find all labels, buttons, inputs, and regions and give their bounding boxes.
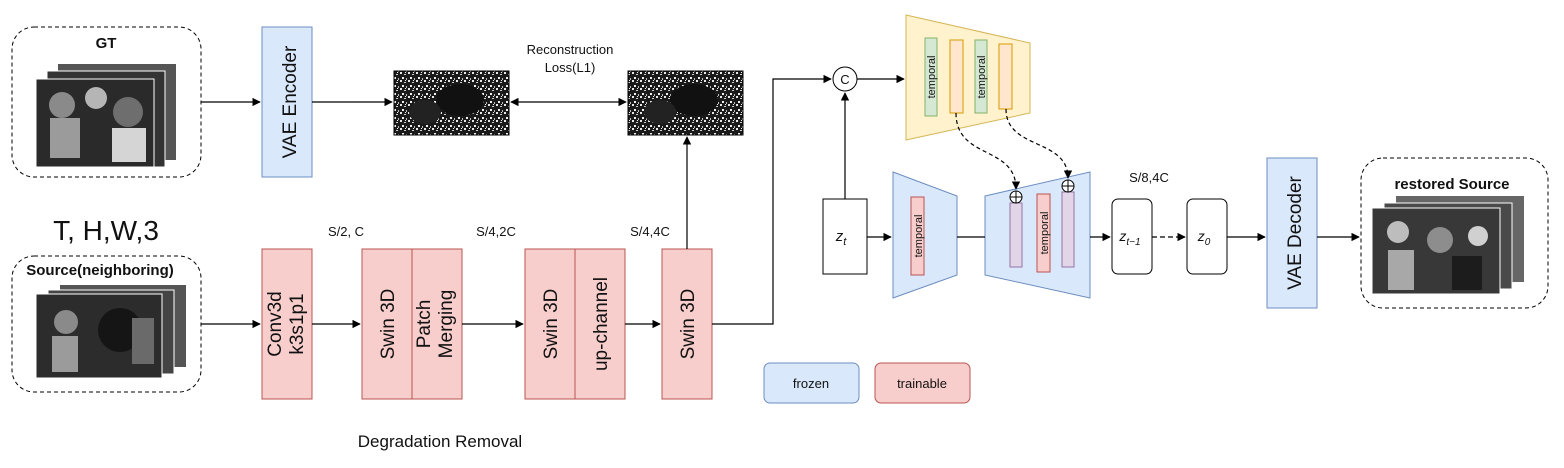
- controlnet-temporal-2-label: temporal: [976, 56, 988, 99]
- patch-merging-line2: Merging: [436, 290, 457, 359]
- up-channel-box: [574, 248, 626, 400]
- swin3d-2-box: [524, 248, 576, 400]
- swin3d-3-label: Swin 3D: [678, 289, 699, 360]
- connectors: [201, 74, 1360, 329]
- concat-label: C: [840, 72, 849, 87]
- unet-decoder-temporal: [1036, 193, 1051, 273]
- source-label: Source(neighboring): [26, 262, 174, 279]
- legend-trainable-box: [874, 362, 971, 404]
- legend-trainable-label: trainable: [897, 376, 947, 391]
- restored-group: [1360, 157, 1549, 309]
- swin3d-1-label: Swin 3D: [378, 289, 399, 360]
- degradation-removal-label: Degradation Removal: [358, 432, 522, 451]
- add-node-1: [1009, 190, 1023, 204]
- controlnet-temporal-2: [974, 39, 988, 114]
- source-frames: [35, 285, 186, 379]
- conv3d-label-line2: k3s1p1: [287, 293, 308, 354]
- unet-encoder-temporal-label: temporal: [913, 215, 925, 258]
- unet-encoder-temporal: [910, 196, 925, 276]
- gt-frames: [35, 64, 176, 168]
- zt-label: zt: [835, 228, 848, 248]
- controlnet-temporal-1-label: temporal: [926, 56, 938, 99]
- vae-encoder-box: [261, 26, 313, 178]
- dim-label-2: S/4,2C: [476, 224, 516, 239]
- swin3d-1-box: [361, 248, 413, 400]
- unet-decoder-temporal-label: temporal: [1039, 212, 1051, 255]
- unet-decoder-block-1: [1009, 202, 1023, 268]
- unet-decoder-block-2: [1061, 191, 1075, 268]
- swin3d-3-box: [661, 248, 713, 400]
- dim-label-3: S/4,4C: [630, 224, 670, 239]
- gt-label: GT: [96, 35, 117, 52]
- patch-merging-line1: Patch: [414, 300, 435, 349]
- swin3d-2-label: Swin 3D: [541, 289, 562, 360]
- controlnet-block-1: [949, 39, 964, 114]
- up-channel-label: up-channel: [591, 277, 612, 371]
- restored-frames: [1371, 196, 1524, 295]
- recon-loss-line2: Loss(L1): [545, 60, 596, 75]
- vae-encoder-label: VAE Encoder: [280, 45, 301, 158]
- unet-encoder: [892, 171, 958, 299]
- restored-label: restored Source: [1394, 176, 1509, 193]
- recon-loss-line1: Reconstruction: [527, 42, 614, 57]
- controlnet-temporal-1: [924, 37, 938, 117]
- z0-label: z0: [1197, 228, 1211, 248]
- zt-minus-1-label: zt−1: [1118, 228, 1140, 248]
- vae-decoder-label: VAE Decoder: [1285, 175, 1306, 289]
- patch-merging-box: [411, 248, 463, 400]
- conv3d-box: [261, 248, 313, 400]
- legend-frozen-box: [763, 362, 860, 404]
- vae-decoder-box: [1266, 157, 1318, 309]
- encoded-latent-image: [393, 70, 510, 136]
- degraded-latent-image: [627, 70, 744, 136]
- dim-label-4: S/8,4C: [1129, 170, 1169, 185]
- input-shape-label: T, H,W,3: [53, 215, 159, 246]
- controlnet-block-2: [998, 43, 1013, 110]
- conv3d-label-line1: Conv3d: [265, 291, 286, 357]
- legend-frozen-label: frozen: [793, 376, 829, 391]
- add-node-2: [1061, 179, 1075, 193]
- dim-label-1: S/2, C: [328, 224, 364, 239]
- zt-box: [822, 198, 868, 275]
